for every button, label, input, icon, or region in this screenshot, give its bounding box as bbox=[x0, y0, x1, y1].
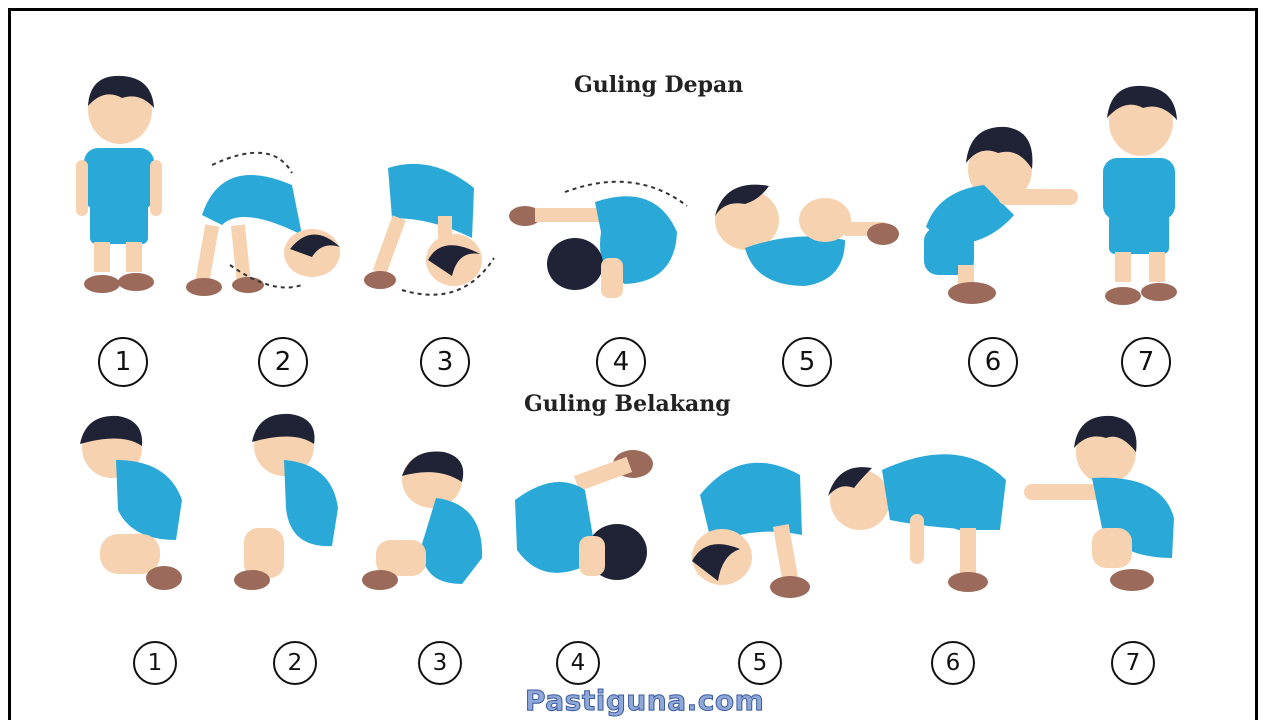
back-roll-step-6-number: 6 bbox=[931, 641, 975, 685]
front-roll-step-2-number: 2 bbox=[258, 337, 308, 387]
back-roll-step-1-figure bbox=[72, 410, 187, 600]
back-roll-step-4-number: 4 bbox=[556, 641, 600, 685]
section-title-guling-depan: Guling Depan bbox=[574, 72, 743, 98]
back-roll-step-5-number: 5 bbox=[738, 641, 782, 685]
back-roll-step-7-number: 7 bbox=[1111, 641, 1155, 685]
back-roll-step-3-figure bbox=[360, 448, 490, 598]
front-roll-step-5-figure bbox=[705, 170, 905, 295]
section-title-guling-belakang: Guling Belakang bbox=[524, 391, 731, 417]
front-roll-step-6-figure bbox=[918, 115, 1088, 310]
front-roll-step-4-number: 4 bbox=[596, 337, 646, 387]
back-roll-step-2-number: 2 bbox=[273, 641, 317, 685]
front-roll-step-7-figure bbox=[1095, 80, 1190, 310]
back-roll-step-2-figure bbox=[228, 408, 348, 598]
front-roll-step-6-number: 6 bbox=[968, 337, 1018, 387]
front-roll-step-2-figure bbox=[182, 145, 357, 305]
front-roll-step-3-figure bbox=[362, 158, 497, 308]
front-roll-step-1-figure bbox=[70, 70, 180, 305]
back-roll-step-1-number: 1 bbox=[133, 641, 177, 685]
front-roll-step-7-number: 7 bbox=[1121, 337, 1171, 387]
back-roll-step-3-number: 3 bbox=[418, 641, 462, 685]
back-roll-step-6-figure bbox=[820, 440, 1020, 600]
watermark: Pastiguna.com bbox=[525, 684, 764, 717]
back-roll-step-5-figure bbox=[682, 445, 832, 610]
front-roll-step-4-figure bbox=[505, 172, 695, 307]
front-roll-step-3-number: 3 bbox=[420, 337, 470, 387]
front-roll-step-1-number: 1 bbox=[98, 337, 148, 387]
back-roll-step-4-figure bbox=[505, 440, 665, 590]
back-roll-step-7-figure bbox=[1022, 408, 1182, 598]
front-roll-step-5-number: 5 bbox=[782, 337, 832, 387]
